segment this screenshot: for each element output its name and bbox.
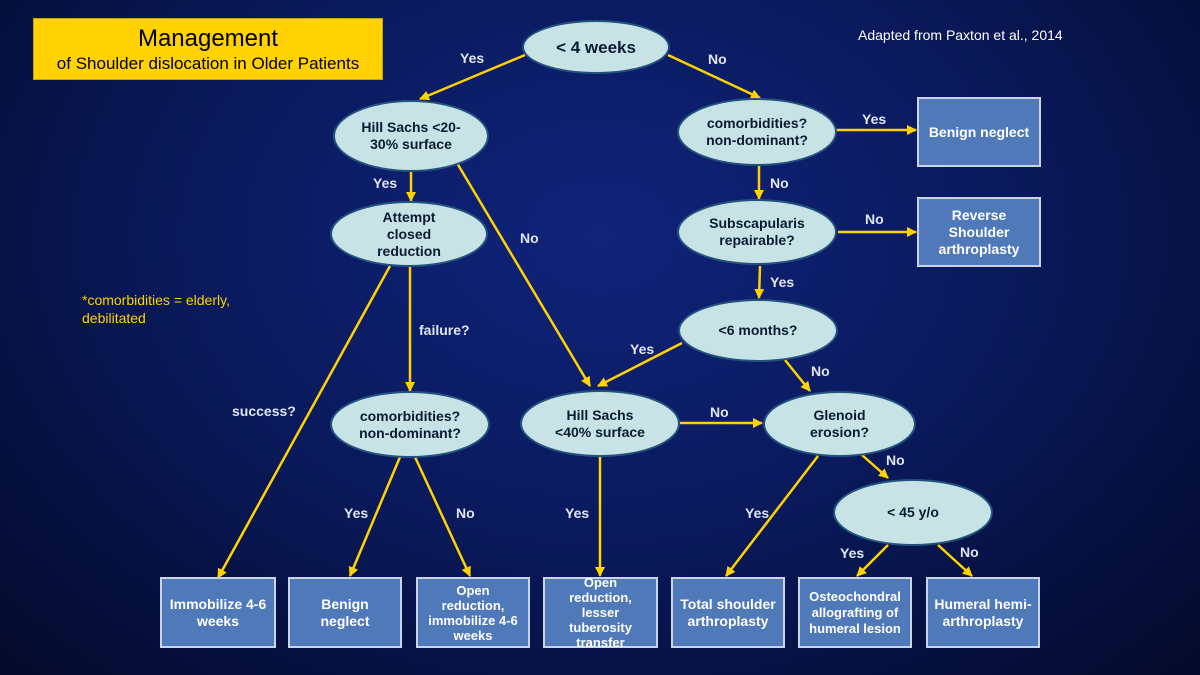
- label-subscapularis-no: No: [865, 211, 884, 227]
- arrow-glenoid-to-total-arthroplasty: [725, 455, 819, 577]
- arrow-glenoid-to-age: [861, 454, 889, 479]
- outcome-reverse-arthroplasty: Reverse Shoulder arthroplasty: [917, 197, 1041, 267]
- outcome-benign-neglect-bottom: Benign neglect: [288, 577, 402, 648]
- node-comorbidities-top: comorbidities? non-dominant?: [677, 98, 837, 166]
- label-hill-sachs-no: No: [520, 230, 539, 246]
- title-line-2: of Shoulder dislocation in Older Patient…: [56, 54, 360, 73]
- node-closed-reduction: Attempt closed reduction: [330, 201, 488, 267]
- arrow-subscapularis-to-six-months: [754, 265, 765, 299]
- outcome-osteochondral: Osteochondral allografting of humeral le…: [798, 577, 912, 648]
- label-comorbidities-left-yes: Yes: [344, 505, 369, 521]
- outcome-immobilize: Immobilize 4-6 weeks: [160, 577, 276, 648]
- label-hill-sachs-40-no: No: [710, 404, 729, 420]
- label-age-yes: Yes: [840, 545, 865, 561]
- source-credit: Adapted from Paxton et al., 2014: [858, 27, 1063, 43]
- label-subscapularis-yes: Yes: [770, 274, 795, 290]
- label-age-no: No: [960, 544, 979, 560]
- label-hill-sachs-40-yes: Yes: [565, 505, 590, 521]
- label-comorbidities-left-no: No: [456, 505, 475, 521]
- label-six-months-no: No: [811, 363, 830, 379]
- outcome-total-arthroplasty: Total shoulder arthroplasty: [671, 577, 785, 648]
- arrow-age-to-hemi-arthroplasty: [937, 544, 973, 577]
- label-six-months-yes: Yes: [630, 341, 655, 357]
- arrow-comorbidities-left-to-benign-neglect: [348, 456, 402, 577]
- arrow-weeks-to-comorbidities: [667, 53, 761, 100]
- comorbidities-note: *comorbidities = elderly, debilitated: [82, 292, 230, 326]
- arrow-weeks-to-hill-sachs: [419, 53, 526, 101]
- outcome-benign-neglect-top: Benign neglect: [917, 97, 1041, 167]
- node-glenoid-erosion: Glenoid erosion?: [763, 391, 916, 457]
- outcome-open-reduction-immobilize: Open reduction, immobilize 4-6 weeks: [416, 577, 530, 648]
- label-weeks-yes: Yes: [460, 50, 485, 66]
- node-comorbidities-left: comorbidities? non-dominant?: [330, 391, 490, 458]
- arrow-six-months-to-hill-sachs-40: [597, 341, 683, 388]
- label-success: success?: [232, 403, 296, 419]
- node-subscapularis: Subscapularis repairable?: [677, 199, 837, 265]
- node-hill-sachs-20: Hill Sachs <20-30% surface: [333, 100, 489, 172]
- arrow-hill-sachs-to-hill-sachs-40: [455, 162, 592, 387]
- label-glenoid-yes: Yes: [745, 505, 770, 521]
- node-six-months: <6 months?: [678, 299, 838, 362]
- label-weeks-no: No: [708, 51, 727, 67]
- arrow-six-months-to-glenoid: [784, 359, 811, 392]
- title-line-1: Management: [137, 25, 279, 52]
- label-comorbidities-no: No: [770, 175, 789, 191]
- arrow-closed-reduction-to-immobilize: [216, 265, 392, 579]
- label-comorbidities-yes: Yes: [862, 111, 887, 127]
- title-box: Management of Shoulder dislocation in Ol…: [33, 18, 383, 80]
- arrow-comorbidities-left-to-open-reduction: [413, 456, 472, 577]
- node-under-4-weeks: < 4 weeks: [522, 20, 670, 74]
- label-hill-sachs-yes: Yes: [373, 175, 398, 191]
- label-failure: failure?: [419, 322, 470, 338]
- outcome-hemi-arthroplasty: Humeral hemi-arthroplasty: [926, 577, 1040, 648]
- arrow-age-to-osteochondral: [856, 544, 889, 577]
- node-under-45: < 45 y/o: [833, 479, 993, 546]
- node-hill-sachs-40: Hill Sachs <40% surface: [520, 390, 680, 457]
- outcome-open-reduction-transfer: Open reduction, lesser tuberosity transf…: [543, 575, 658, 650]
- label-glenoid-no: No: [886, 452, 905, 468]
